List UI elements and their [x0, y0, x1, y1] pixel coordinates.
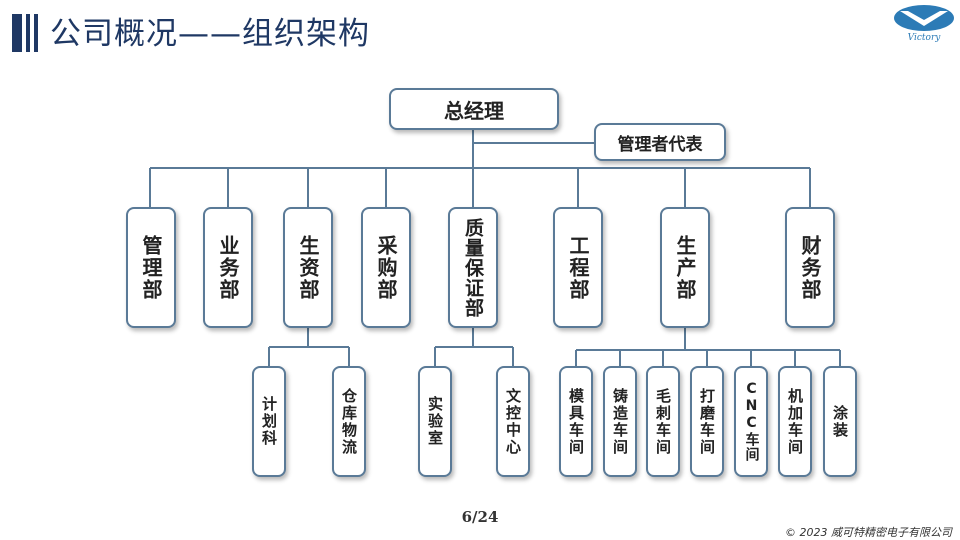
org-node-dept-quality-assurance: 质量保证部 [448, 207, 498, 328]
page-number: 6/24 [461, 508, 499, 526]
title-accent-bar [12, 14, 22, 52]
org-node-sub-polishing-workshop: 打磨车间 [690, 366, 724, 477]
org-node-sub-casting-workshop: 铸造车间 [603, 366, 637, 477]
title-accent-bar [26, 14, 30, 52]
slide-title: 公司概况——组织架构 [50, 16, 370, 52]
org-node-sub-mold-workshop: 模具车间 [559, 366, 593, 477]
org-node-dept-production-materials: 生资部 [283, 207, 333, 328]
copyright-notice: © 2023 威可特精密电子有限公司 [785, 526, 952, 539]
org-node-management-representative: 管理者代表 [594, 123, 726, 161]
org-node-dept-management: 管理部 [126, 207, 176, 328]
logo-text: Victory [908, 33, 942, 43]
org-node-dept-purchasing: 采购部 [361, 207, 411, 328]
victory-logo-icon: Victory [894, 5, 954, 43]
org-node-sub-deburring-workshop: 毛刺车间 [646, 366, 680, 477]
org-node-sub-machining-workshop: 机加车间 [778, 366, 812, 477]
org-node-dept-finance: 财务部 [785, 207, 835, 328]
org-node-sub-planning: 计划科 [252, 366, 286, 477]
org-node-sub-laboratory: 实验室 [418, 366, 452, 477]
org-node-dept-engineering: 工程部 [553, 207, 603, 328]
title-accent-bar [34, 14, 38, 52]
org-node-general-manager: 总经理 [389, 88, 559, 130]
org-node-sub-document-control: 文控中心 [496, 366, 530, 477]
org-node-sub-warehouse-logistics: 仓库物流 [332, 366, 366, 477]
org-node-sub-cnc-workshop: CNC车间 [734, 366, 768, 477]
org-node-sub-painting: 涂装 [823, 366, 857, 477]
org-node-dept-sales: 业务部 [203, 207, 253, 328]
org-node-dept-production: 生产部 [660, 207, 710, 328]
